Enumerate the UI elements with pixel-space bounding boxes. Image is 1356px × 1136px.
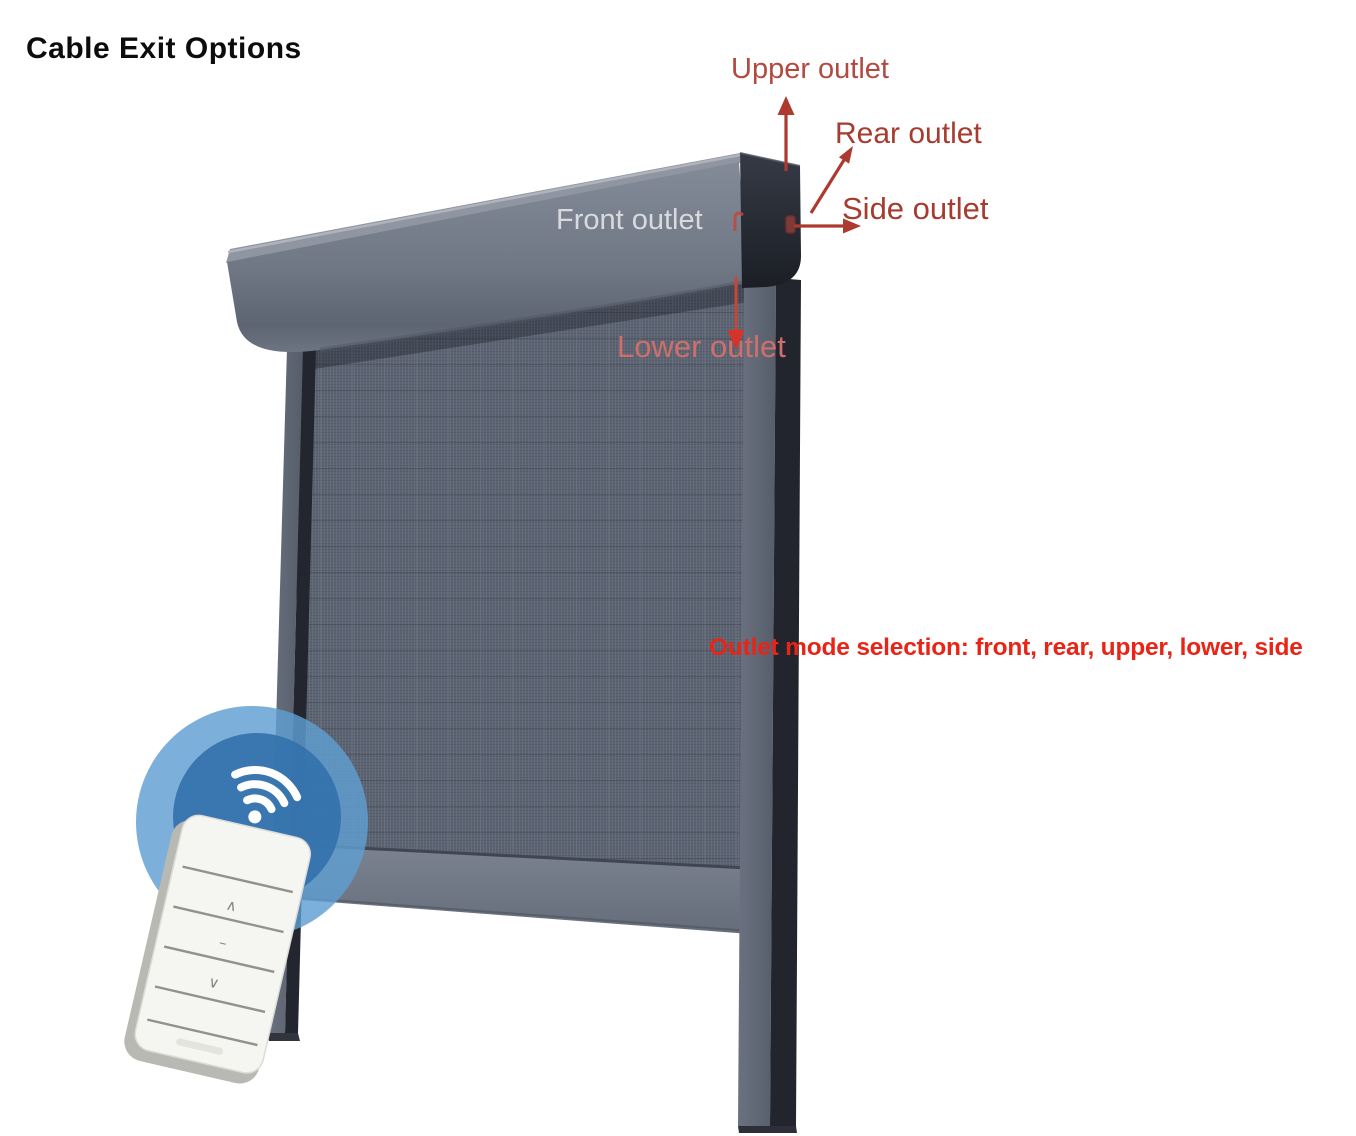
lower-outlet-arrow xyxy=(727,277,745,350)
lower-outlet-label: Lower outlet xyxy=(617,329,786,364)
upper-outlet-label: Upper outlet xyxy=(731,53,889,85)
side-outlet-arrow xyxy=(794,218,861,234)
head-cassette xyxy=(226,152,801,353)
side-outlet-label: Side outlet xyxy=(842,191,989,226)
side-outlet-indicator xyxy=(785,215,796,234)
remote-control: ∧ – ∨ xyxy=(124,814,312,1084)
remote-stop-button[interactable]: – xyxy=(217,933,228,952)
cassette-front-face xyxy=(227,162,748,353)
cassette-end-cap xyxy=(740,153,801,288)
right-side-rail xyxy=(738,278,801,1133)
remote-body xyxy=(134,814,312,1074)
remote-down-button[interactable]: ∨ xyxy=(206,973,221,993)
bottom-bar xyxy=(299,843,751,934)
page-title: Cable Exit Options xyxy=(26,32,302,65)
outlet-arrows xyxy=(727,96,861,350)
outlet-modes-caption: Outlet mode selection: front, rear, uppe… xyxy=(709,634,1303,661)
remote-up-button[interactable]: ∧ xyxy=(224,896,239,916)
remote-brand-emboss xyxy=(176,1038,224,1055)
rear-outlet-label: Rear outlet xyxy=(835,117,982,150)
front-outlet-label: Front outlet xyxy=(556,204,703,236)
front-outlet-indicator xyxy=(733,211,744,231)
wifi-icon xyxy=(231,766,302,824)
remote-grooves xyxy=(147,865,293,1047)
screen-mesh xyxy=(295,282,750,870)
upper-outlet-arrow xyxy=(777,96,795,171)
rear-outlet-arrow xyxy=(809,146,853,214)
cassette-shadow xyxy=(295,282,750,372)
